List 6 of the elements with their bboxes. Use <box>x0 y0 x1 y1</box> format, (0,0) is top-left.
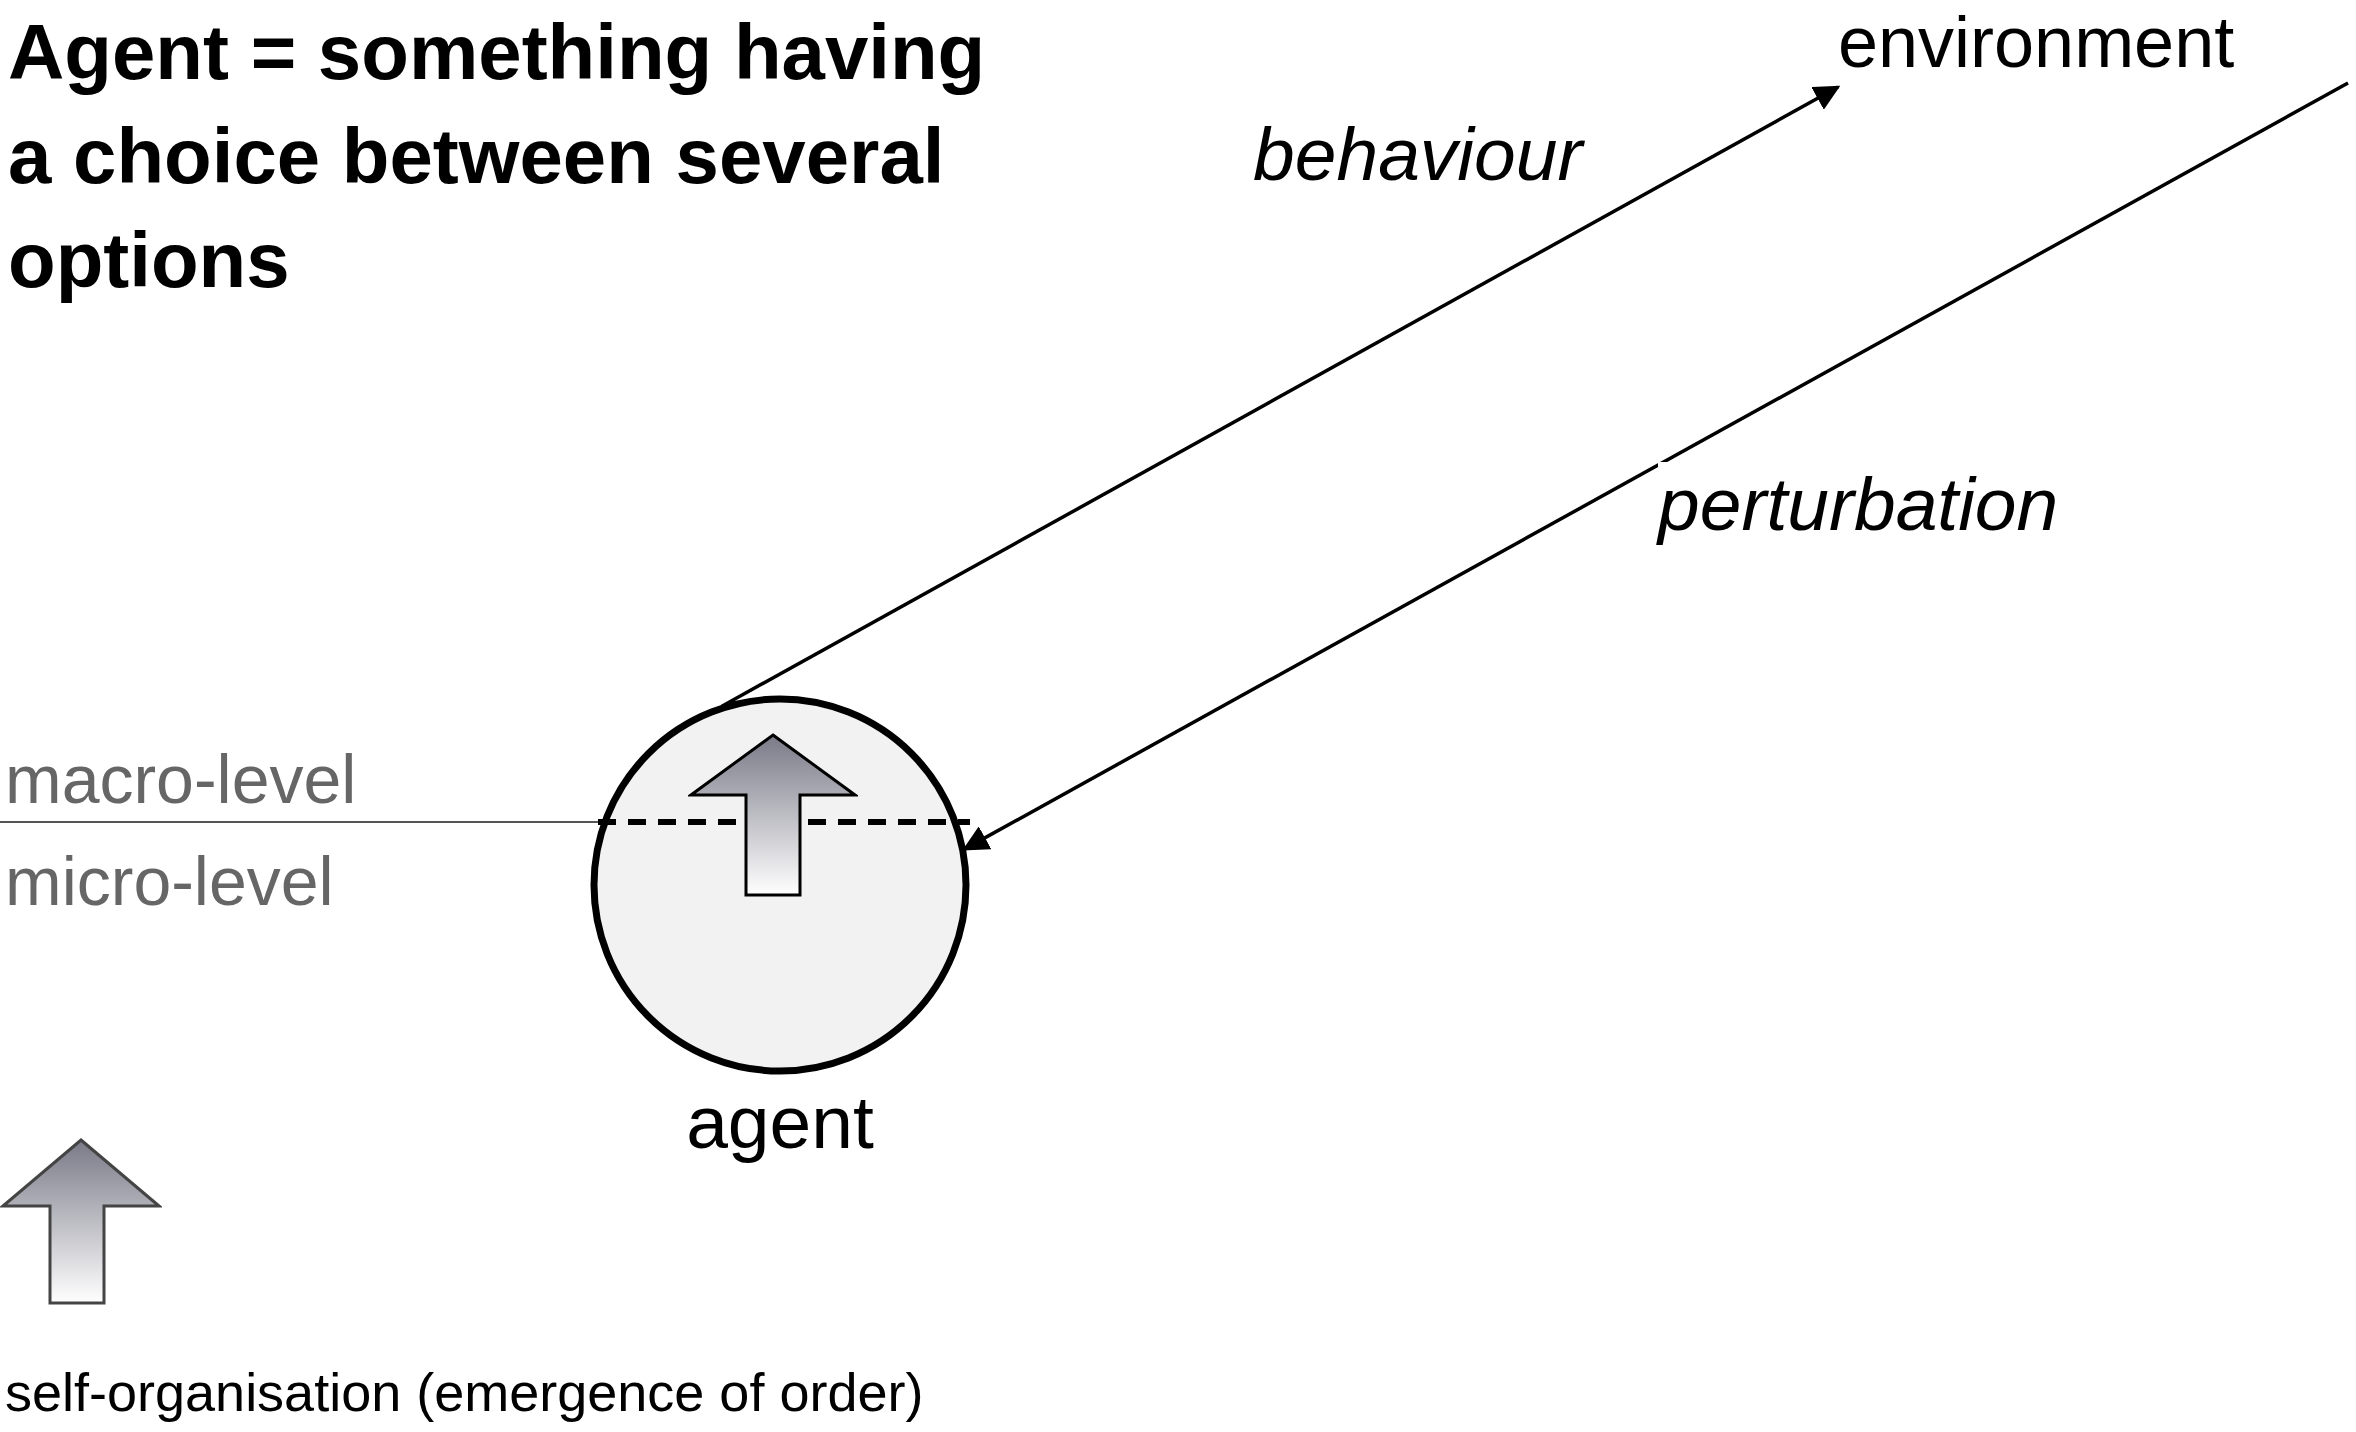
level-label: micro-level <box>5 842 334 920</box>
level-label: macro-level <box>5 740 357 818</box>
node-label: agent <box>685 1080 875 1165</box>
legend-label: self-organisation (emergence of order) <box>5 1361 924 1424</box>
title: Agent = something having a choice between several options <box>8 7 987 306</box>
node-label: environment <box>1838 1 2236 84</box>
